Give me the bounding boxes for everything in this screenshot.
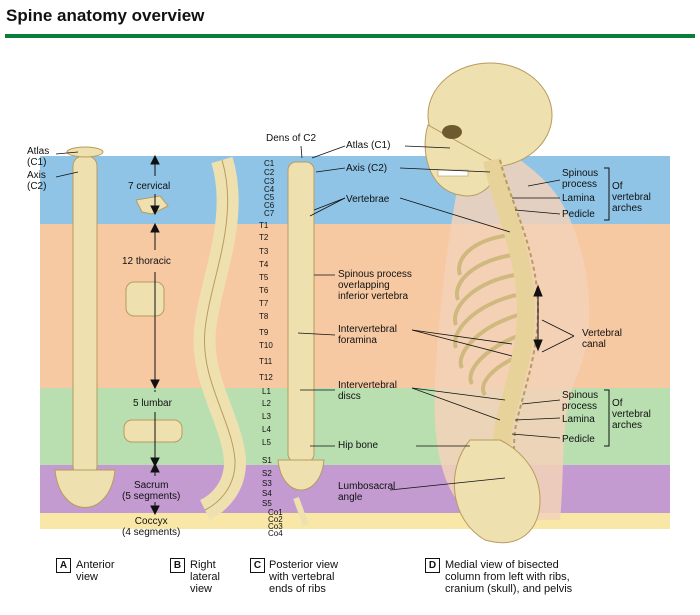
panel-c-letter: C [250,558,265,573]
lamina-lower: Lamina [562,414,595,425]
segment-label: L4 [262,425,271,434]
axis-label: Axis (C2) [346,163,388,174]
page-title: Spine anatomy overview [6,6,205,25]
anterior-column [54,146,116,508]
segment-label: T11 [259,357,273,366]
atlas-label-a: Atlas (C1) [27,146,50,168]
segment-label: C1 [264,159,275,168]
panel-b-letter: B [170,558,185,573]
panel-d-caption: Medial view of bisected column from left… [445,559,573,595]
canal-arrow [533,284,543,352]
spinous-process-upper: Spinous process [562,168,599,190]
segment-label: T6 [259,286,269,295]
spinous-overlap-label: Spinous process overlapping inferior ver… [338,269,412,302]
segment-label: Co1 [268,508,283,517]
region-arrows [150,154,160,516]
body-silhouette [434,130,590,520]
segment-label: T4 [259,260,269,269]
segment-label: C7 [264,209,275,218]
segment-label: T3 [259,247,269,256]
hip-bone-label: Hip bone [338,440,379,451]
brackets [604,167,610,447]
segment-label: C3 [264,177,275,186]
segment-label: L5 [262,438,271,447]
region-cervical: 7 cervical [128,181,171,192]
vertebrae-label: Vertebrae [346,194,390,205]
segment-label: S1 [262,456,272,465]
segment-label: T12 [259,373,273,382]
axis-label-a: Axis (C2) [27,170,47,192]
segment-label: T9 [259,328,269,337]
segment-label: Co2 [268,515,283,524]
leader-lines [55,145,575,491]
panel-a-caption: Anterior view [76,559,115,583]
panel-c-caption: Posterior view with vertebral ends of ri… [269,559,339,595]
segment-label: T2 [259,233,269,242]
posterior-column [277,161,325,527]
atlas-label: Atlas (C1) [346,140,391,151]
pedicle-upper: Pedicle [562,209,595,220]
segment-label: Co3 [268,522,283,531]
region-coccyx: Coccyx (4 segments) [122,516,181,538]
dens-label: Dens of C2 [266,133,317,144]
skull [424,62,553,197]
pelvis-d [453,439,541,544]
segment-label: S3 [262,479,272,488]
segment-label: Co4 [268,529,283,538]
vertebral-canal-label: Vertebral canal [582,328,623,350]
of-arches-lower: Of vertebral arches [612,398,651,431]
segment-label: S5 [262,499,272,508]
spinous-process-lower: Spinous process [562,390,599,412]
lumbosacral-label: Lumbosacral angle [338,481,396,503]
panel-d-letter: D [425,558,440,573]
region-sacrum: Sacrum (5 segments) [122,480,181,502]
segment-label: T5 [259,273,269,282]
segment-label: C4 [264,185,275,194]
lamina-upper: Lamina [562,193,595,204]
segment-label: T7 [259,299,269,308]
segment-label: C6 [264,201,275,210]
segment-label: S2 [262,469,272,478]
segment-label: T1 [259,221,269,230]
region-lumbar: 5 lumbar [133,398,172,409]
segment-label: L3 [262,412,271,421]
panel-b-caption: Right lateral view [190,559,220,595]
region-thoracic: 12 thoracic [122,256,171,267]
segment-label: T8 [259,312,269,321]
segment-label: T10 [259,341,273,350]
segment-label: L1 [262,387,271,396]
segment-label: C2 [264,168,275,177]
iv-discs-label: Intervertebral discs [338,380,397,402]
segment-label: C5 [264,193,275,202]
segment-label: L2 [262,399,271,408]
panel-a-letter: A [56,558,71,573]
pedicle-lower: Pedicle [562,434,595,445]
segment-label: S4 [262,489,272,498]
title-rule [5,34,695,38]
sacrum-band [40,465,670,513]
iv-foramina-label: Intervertebral foramina [338,324,397,346]
of-arches-upper: Of vertebral arches [612,181,651,214]
